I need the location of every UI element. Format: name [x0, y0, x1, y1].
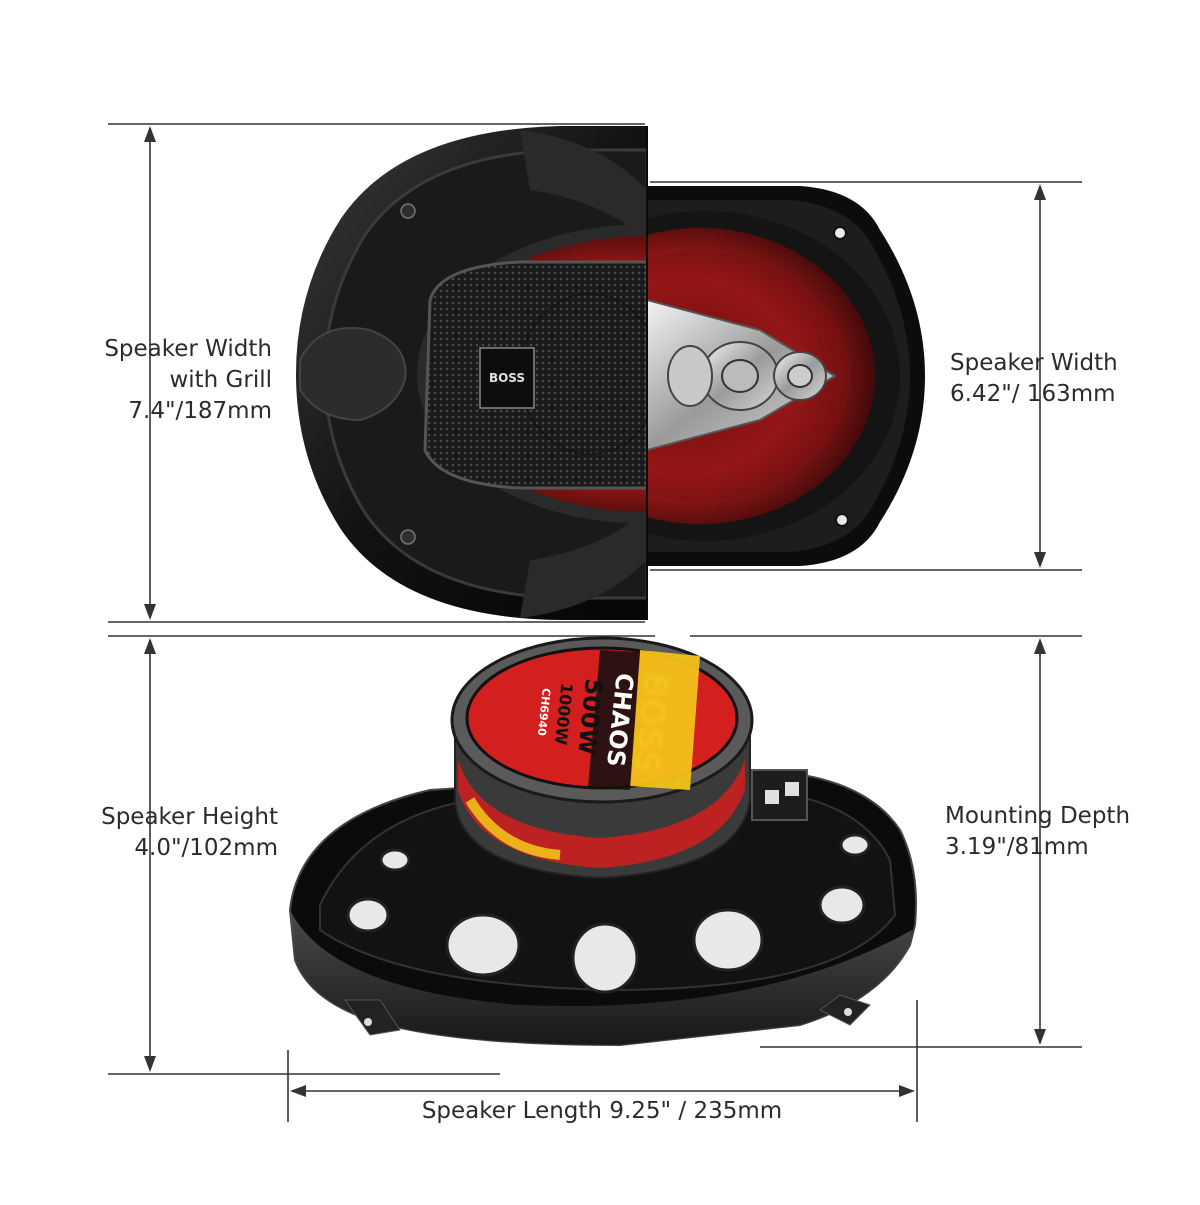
- speaker-front-with-grill: BOSS: [296, 126, 647, 620]
- arrow-up-icon: [144, 126, 156, 142]
- vent-hole: [445, 913, 521, 977]
- label-height: Speaker Height 4.0"/102mm: [101, 802, 278, 864]
- label-depth-line1: Mounting Depth: [945, 803, 1131, 829]
- label-width-line1: Speaker Width: [950, 350, 1118, 376]
- arrow-left-icon: [290, 1085, 306, 1097]
- terminal-connector: [765, 790, 779, 804]
- dimension-arrows: [144, 126, 1046, 1097]
- grill-mesh: [423, 260, 647, 490]
- basket-vents: [346, 833, 871, 994]
- speaker-front-without-grill: [647, 186, 925, 566]
- label-width-with-grill: Speaker Width with Grill 7.4"/187mm: [104, 334, 272, 427]
- arrow-down-icon: [1034, 1029, 1046, 1045]
- vent-hole: [818, 885, 866, 925]
- label-width: Speaker Width 6.42"/ 163mm: [950, 348, 1118, 410]
- terminal-block: [751, 769, 808, 821]
- vent-hole: [839, 833, 871, 857]
- vent-hole: [379, 848, 411, 872]
- label-width-value: 6.42"/ 163mm: [950, 381, 1116, 407]
- arrow-up-icon: [1034, 184, 1046, 200]
- vent-hole: [692, 908, 764, 972]
- screw-icon: [400, 529, 416, 545]
- label-width-grill-value: 7.4"/187mm: [128, 398, 272, 424]
- vent-hole: [346, 897, 390, 933]
- speaker-side-view: BOSS CHAOS 500W 1000W CH6940: [288, 636, 917, 1047]
- arrow-down-icon: [144, 604, 156, 620]
- label-width-grill-line1: Speaker Width: [104, 336, 272, 362]
- magnet-model-text: CH6940: [535, 687, 553, 736]
- mounting-hole: [835, 513, 849, 527]
- mounting-hole: [364, 1018, 372, 1026]
- arrow-up-icon: [1034, 638, 1046, 654]
- arrow-up-icon: [144, 638, 156, 654]
- label-length-value: Speaker Length 9.25" / 235mm: [421, 1098, 783, 1124]
- mounting-hole: [833, 226, 847, 240]
- arrow-down-icon: [1034, 552, 1046, 568]
- label-depth: Mounting Depth 3.19"/81mm: [945, 801, 1130, 863]
- vent-hole: [571, 922, 639, 994]
- mounting-hole: [844, 1008, 852, 1016]
- arrow-down-icon: [144, 1056, 156, 1072]
- label-height-line1: Speaker Height: [101, 804, 278, 830]
- arrow-right-icon: [899, 1085, 915, 1097]
- terminal-connector: [785, 782, 799, 796]
- grill-badge: [479, 347, 535, 409]
- label-length: Speaker Length 9.25" / 235mm: [0, 1096, 1200, 1127]
- dimension-lines: [108, 123, 1082, 1122]
- screw-icon: [400, 203, 416, 219]
- label-height-value: 4.0"/102mm: [134, 835, 278, 861]
- grill-badge-text: BOSS: [489, 371, 525, 385]
- label-depth-value: 3.19"/81mm: [945, 834, 1089, 860]
- label-width-grill-line2: with Grill: [169, 367, 272, 393]
